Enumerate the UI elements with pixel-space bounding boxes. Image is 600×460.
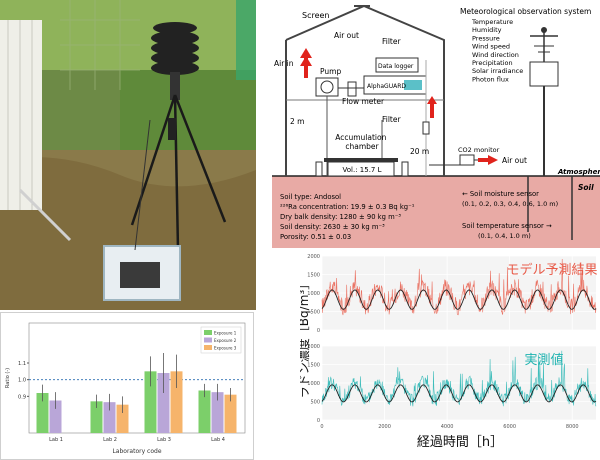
panel-title: 実測値 [524, 352, 563, 368]
y-tick-label: 1500 [307, 273, 320, 279]
legend: Exposure 1 Exposure 2 Exposure 3 [200, 326, 242, 354]
bar [198, 390, 211, 433]
volume-label: Vol.: 15.7 L [343, 166, 382, 174]
bar [224, 394, 237, 433]
x-tick-label: Lab 3 [157, 437, 171, 443]
soil-property-line: Dry balk density: 1280 ± 90 kg m⁻³ [280, 213, 401, 221]
filter-mid-label: Filter [382, 115, 401, 124]
x-tick-label: 2000 [378, 424, 391, 430]
bar [211, 392, 224, 433]
atmosphere-label: Atmosphere [557, 168, 600, 176]
x-tick-label: 0 [320, 424, 323, 430]
x-tick-label: 4000 [441, 424, 454, 430]
y-tick-label: 500 [310, 310, 320, 316]
height-2m-label: 2 m [290, 117, 304, 126]
series-line [321, 350, 597, 407]
soil-moisture-sensor-label: ← Soil moisture sensor [462, 190, 539, 198]
bar [116, 404, 129, 433]
schematic-diagram: Screen Air out Filter Air in Pump Data l… [272, 4, 600, 248]
flow-meter-label: Flow meter [342, 97, 385, 106]
x-tick-label: Lab 1 [49, 437, 63, 443]
radon-timeseries-panel: 0 500 1000 1500 2000 モデル予測結果 0 500 1000 1500 2000 実… [296, 250, 600, 460]
bar [36, 393, 49, 433]
field-photo [0, 0, 256, 310]
accumulation-chamber-label: Accumulation chamber [335, 133, 389, 151]
y-axis-label: ラドン濃度［Bq/m³］ [300, 278, 311, 398]
co2-monitor-label: CO2 monitor [458, 146, 500, 154]
soil-property-line: Soil type: Andosol [280, 193, 341, 201]
screen-label: Screen [302, 11, 330, 20]
soil-property-list: Soil type: Andosol ²²⁶Ra concentration: 1… [280, 193, 415, 241]
met-item: Humidity [472, 26, 502, 34]
height-20m-label: 20 m [410, 147, 429, 156]
met-item: Precipitation [472, 59, 513, 67]
soil-property-line: Porosity: 0.51 ± 0.03 [280, 233, 351, 241]
legend-label: Exposure 1 [214, 331, 237, 336]
measurement-schematic: Screen Air out Filter Air in Pump Data l… [272, 0, 600, 248]
met-item: Wind direction [472, 51, 519, 59]
trend-line [321, 289, 597, 310]
y-tick-label: 0 [317, 328, 320, 334]
series-line [321, 258, 597, 316]
y-tick-label: 1000 [307, 381, 320, 387]
bar [144, 371, 157, 433]
y-tick-label: 2000 [307, 344, 320, 350]
legend-label: Exposure 2 [214, 338, 237, 343]
met-item: Photon flux [472, 75, 509, 83]
soil-property-line: ²²⁶Ra concentration: 19.9 ± 0.3 Bq kg⁻¹ [280, 203, 415, 211]
y-tick-label: 1500 [307, 363, 320, 369]
bar [103, 402, 116, 433]
legend-swatch [204, 330, 212, 335]
field-photo-illustration [0, 0, 256, 310]
bar [49, 400, 62, 433]
x-tick-label: 8000 [566, 424, 579, 430]
y-axis-label: Ratio (-) [5, 368, 11, 388]
y-tick-label: 1000 [307, 291, 320, 297]
legend-label: Exposure 3 [214, 346, 237, 351]
trend-line [321, 384, 597, 403]
y-tick-label: 0 [317, 418, 320, 424]
soil-temperature-depths: (0.1, 0.4, 1.0 m) [478, 232, 531, 240]
soil-property-line: Soil density: 2630 ± 30 kg m⁻³ [280, 223, 385, 231]
met-system-title: Meteorological observation system [460, 7, 591, 16]
bar [90, 401, 103, 433]
met-item: Pressure [472, 34, 500, 42]
x-tick-label: Lab 4 [211, 437, 225, 443]
bar [170, 371, 183, 433]
data-logger-label: Data logger [378, 63, 414, 70]
y-tick-label: 0.9 [18, 394, 26, 400]
air-out-top-label: Air out [334, 31, 359, 40]
soil-label: Soil [578, 183, 594, 192]
met-item: Wind speed [472, 43, 510, 51]
y-tick-label: 1.1 [18, 361, 26, 367]
soil-temperature-sensor-label: Soil temperature sensor → [462, 222, 552, 230]
soil-moisture-depths: (0.1, 0.2, 0.3, 0.4, 0.6, 1.0 m) [462, 200, 558, 208]
alphaguard-label: AlphaGUARD [367, 83, 406, 90]
y-tick-label: 2000 [307, 254, 320, 260]
x-tick-label: Lab 2 [103, 437, 117, 443]
legend-swatch [204, 345, 212, 350]
bar [157, 373, 170, 433]
accumulation-chamber-line1: Accumulation [335, 133, 386, 142]
panel-title: モデル予測結果 [506, 262, 597, 278]
radon-timeseries-chart: 0 500 1000 1500 2000 モデル予測結果 0 500 1000 1500 2000 実… [296, 254, 598, 450]
accumulation-chamber-line2: chamber [345, 142, 379, 151]
x-tick-label: 6000 [503, 424, 516, 430]
pump-label: Pump [320, 67, 341, 76]
air-out-bottom-label: Air out [502, 156, 527, 165]
x-axis-label: 経過時間［h］ [417, 435, 503, 450]
filter-top-label: Filter [382, 37, 401, 46]
y-tick-label: 500 [310, 400, 320, 406]
met-item: Temperature [471, 18, 513, 26]
met-item: Solar irradiance [472, 67, 523, 75]
legend-swatch [204, 337, 212, 343]
air-in-label: Air in [274, 59, 294, 68]
y-tick-label: 1.0 [18, 378, 26, 384]
x-axis-label: Laboratory code [112, 448, 161, 455]
